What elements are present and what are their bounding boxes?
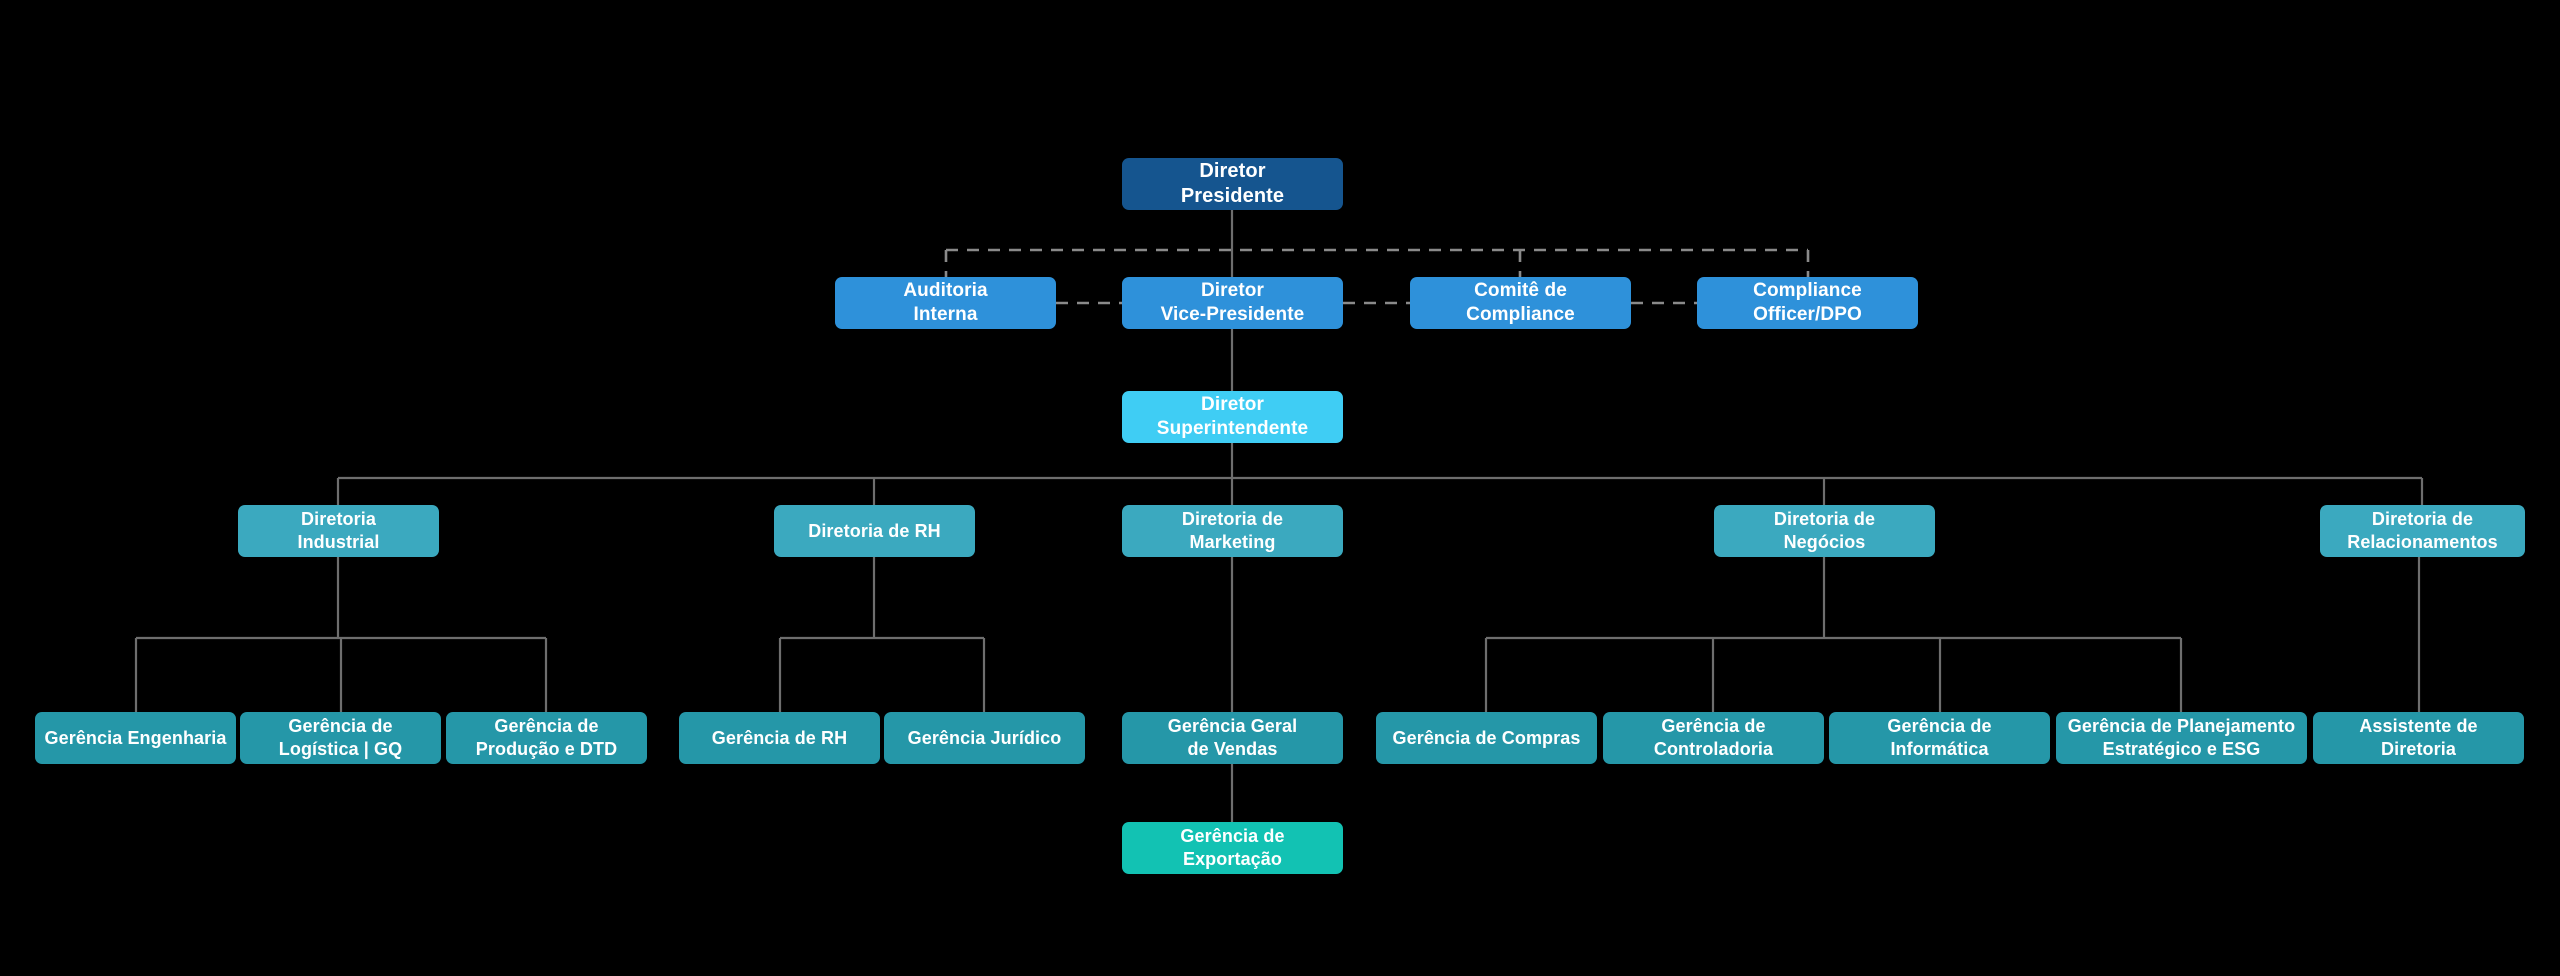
org-node-gerencia-de-planejamento-estrategico-e-esg[interactable]: Gerência de Planejamento Estratégico e E… <box>2056 712 2307 764</box>
org-node-assistente-de-diretoria[interactable]: Assistente de Diretoria <box>2313 712 2524 764</box>
org-node-diretor-superintendente[interactable]: Diretor Superintendente <box>1122 391 1343 443</box>
org-node-compliance-officer-dpo[interactable]: Compliance Officer/DPO <box>1697 277 1918 329</box>
org-node-diretoria-de-rh[interactable]: Diretoria de RH <box>774 505 975 557</box>
org-node-diretor-vice-presidente[interactable]: Diretor Vice-Presidente <box>1122 277 1343 329</box>
org-node-diretoria-de-negocios[interactable]: Diretoria de Negócios <box>1714 505 1935 557</box>
org-node-gerencia-de-producao-e-dtd[interactable]: Gerência de Produção e DTD <box>446 712 647 764</box>
org-node-comite-de-compliance[interactable]: Comitê de Compliance <box>1410 277 1631 329</box>
org-node-diretoria-de-marketing[interactable]: Diretoria de Marketing <box>1122 505 1343 557</box>
org-node-gerencia-de-logistica-gq[interactable]: Gerência de Logística | GQ <box>240 712 441 764</box>
org-node-diretor-presidente[interactable]: Diretor Presidente <box>1122 158 1343 210</box>
org-node-gerencia-juridico[interactable]: Gerência Jurídico <box>884 712 1085 764</box>
org-node-gerencia-geral-de-vendas[interactable]: Gerência Geral de Vendas <box>1122 712 1343 764</box>
org-node-gerencia-de-compras[interactable]: Gerência de Compras <box>1376 712 1597 764</box>
org-node-gerencia-de-informatica[interactable]: Gerência de Informática <box>1829 712 2050 764</box>
org-node-gerencia-de-controladoria[interactable]: Gerência de Controladoria <box>1603 712 1824 764</box>
org-node-gerencia-engenharia[interactable]: Gerência Engenharia <box>35 712 236 764</box>
org-node-diretoria-industrial[interactable]: Diretoria Industrial <box>238 505 439 557</box>
org-node-auditoria-interna[interactable]: Auditoria Interna <box>835 277 1056 329</box>
org-node-gerencia-de-rh[interactable]: Gerência de RH <box>679 712 880 764</box>
org-node-gerencia-de-exportacao[interactable]: Gerência de Exportação <box>1122 822 1343 874</box>
org-node-diretoria-de-relacionamentos[interactable]: Diretoria de Relacionamentos <box>2320 505 2525 557</box>
